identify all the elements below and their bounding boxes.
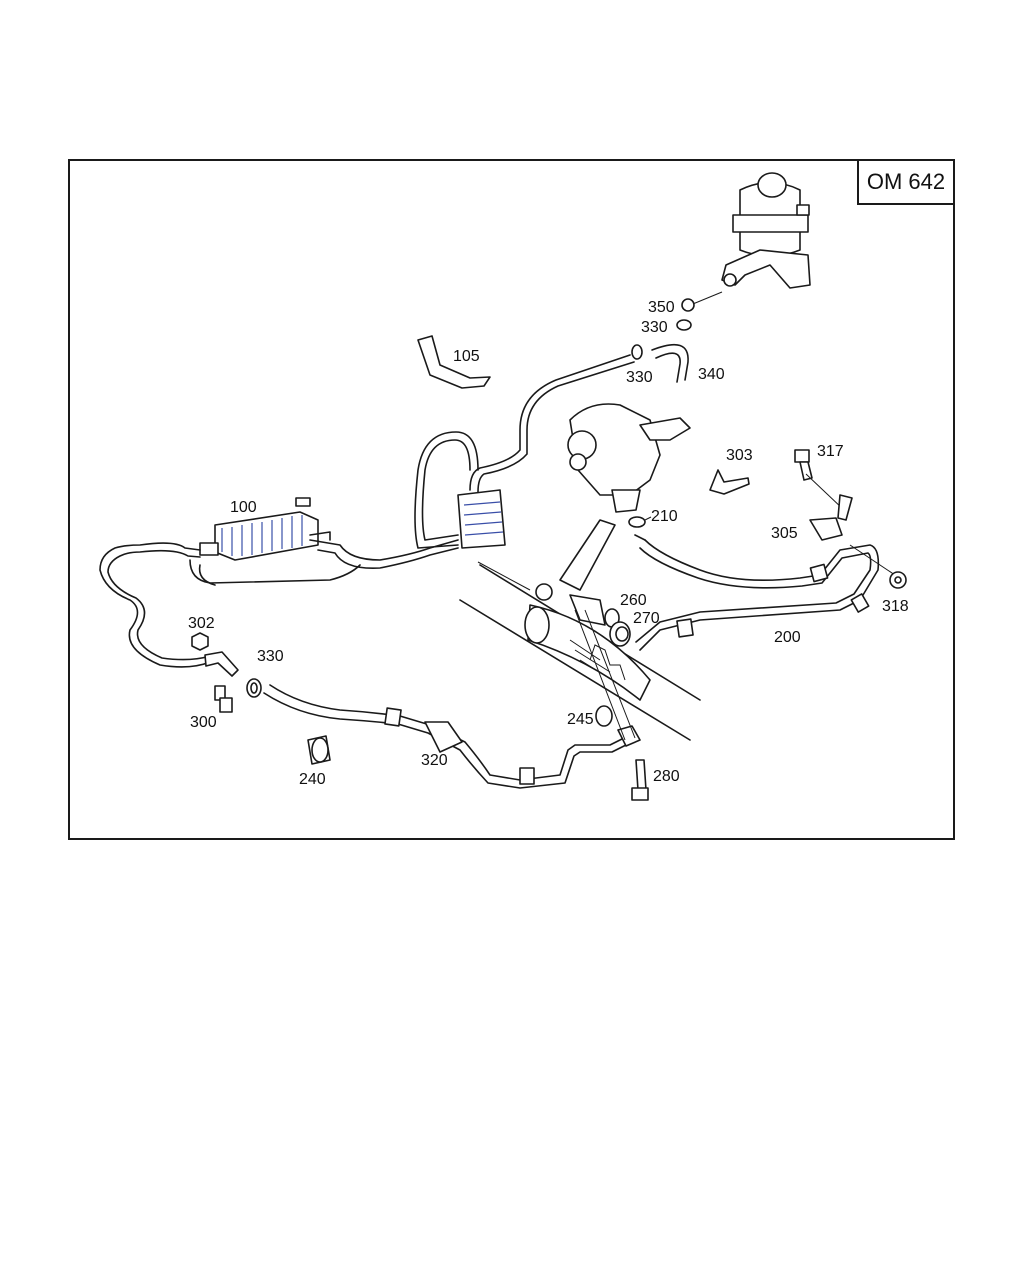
diagram-frame: [68, 159, 955, 840]
clamp-330: [631, 298, 695, 360]
callout-270: 270: [633, 610, 660, 627]
bracket-105: [417, 335, 491, 389]
bracket-305: [809, 517, 843, 541]
callout-240: 240: [299, 771, 326, 788]
steering-gear: [459, 519, 701, 741]
engine-label: OM 642: [857, 159, 955, 205]
callout-305: 305: [771, 525, 798, 542]
power-steering-pump: [567, 403, 691, 513]
callout-340: 340: [698, 366, 725, 383]
bracket-320: [424, 721, 463, 753]
fluid-reservoir: [721, 172, 811, 289]
nut-318: [889, 571, 907, 589]
callout-350: 350: [648, 299, 675, 316]
bolt-300: [214, 685, 233, 713]
bolt-317: [794, 449, 813, 481]
callout-320: 320: [421, 752, 448, 769]
callout-245: 245: [567, 711, 594, 728]
oil-cooler-100: [199, 497, 319, 561]
cooler-block: [457, 489, 506, 549]
callout-labels: 350 330 330 340 105 303 317 100 210 305 …: [188, 299, 909, 788]
callout-303: 303: [726, 447, 753, 464]
nut-302: [191, 632, 209, 651]
callout-105: 105: [453, 348, 480, 365]
callout-317: 317: [817, 443, 844, 460]
bracket-303: [709, 469, 750, 495]
seal-210: [628, 516, 646, 528]
callout-318: 318: [882, 598, 909, 615]
callout-330: 330: [626, 369, 653, 386]
callout-210: 210: [651, 508, 678, 525]
callout-300: 300: [190, 714, 217, 731]
callout-330: 330: [257, 648, 284, 665]
damper-240: [307, 735, 331, 765]
callout-280: 280: [653, 768, 680, 785]
callout-100: 100: [230, 499, 257, 516]
callout-302: 302: [188, 615, 215, 632]
ring-245: [595, 705, 613, 727]
rings-260-270: [604, 608, 631, 647]
callout-200: 200: [774, 629, 801, 646]
clamp-330-lower: [246, 678, 262, 698]
callout-330: 330: [641, 319, 668, 336]
callout-260: 260: [620, 592, 647, 609]
hose-340: [651, 343, 689, 383]
bolt-280: [631, 759, 649, 801]
